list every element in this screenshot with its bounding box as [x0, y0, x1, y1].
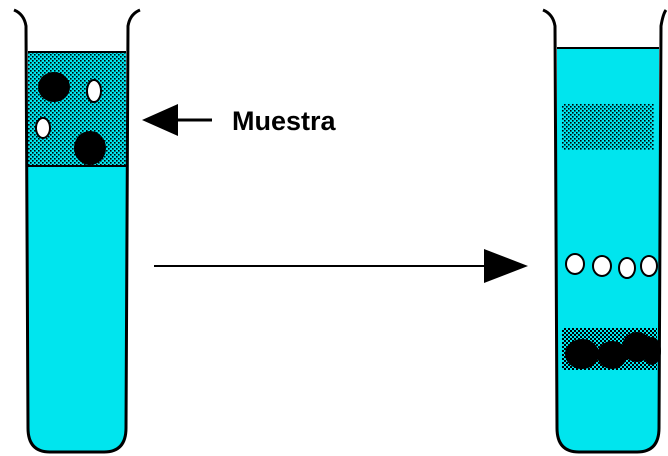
white-particle: [592, 255, 612, 277]
black-particle: [38, 72, 70, 102]
white-particle: [618, 257, 636, 279]
black-particle: [74, 131, 106, 165]
right-test-tube: [542, 8, 668, 454]
separated-sample-band: [562, 104, 654, 150]
process-arrow: [154, 249, 528, 283]
left-particles: [35, 72, 106, 165]
left-test-tube: [13, 8, 141, 454]
left-tube-outline: [13, 8, 141, 454]
white-particle: [86, 79, 102, 103]
arrow-right-icon: [154, 249, 528, 283]
white-particle-band: [565, 253, 658, 279]
sample-pointer: Muestra: [142, 104, 337, 136]
arrow-left-icon: [142, 104, 212, 136]
white-particle: [35, 117, 51, 139]
black-particle: [565, 339, 599, 369]
white-particle: [640, 255, 658, 277]
black-particle: [643, 337, 661, 365]
right-tube-outline: [542, 8, 668, 454]
white-particle: [565, 253, 585, 275]
black-particle: [597, 341, 627, 369]
sample-label: Muestra: [232, 106, 337, 136]
left-tube-liquid: [28, 166, 126, 452]
black-particle-band: [562, 328, 661, 370]
